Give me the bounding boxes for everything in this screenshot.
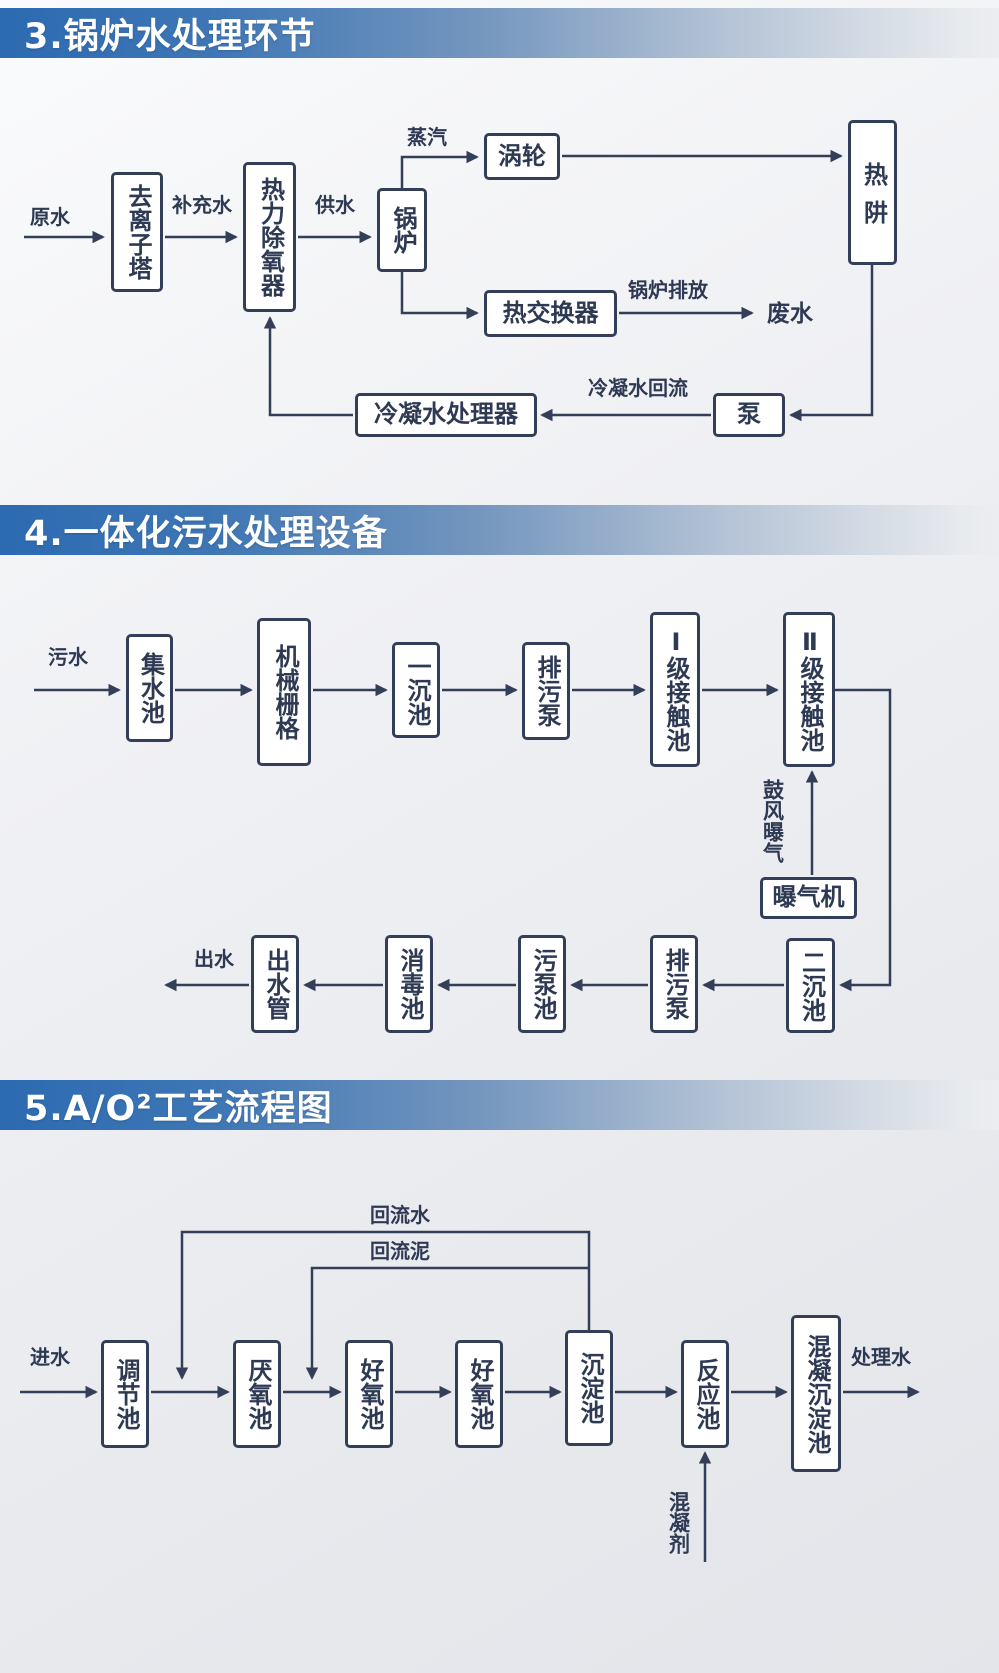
label-return-water: 回流水 [370, 1203, 430, 1227]
node-sewage-pump-1: 排污泵 [522, 642, 570, 740]
node-anaerobic-pool: 厌氧池 [233, 1340, 281, 1448]
label-steam: 蒸汽 [407, 125, 447, 149]
label-makeup-water: 补充水 [172, 193, 232, 217]
node-primary-sedimentation: 一沉池 [392, 642, 440, 738]
label-return-sludge: 回流泥 [370, 1239, 430, 1263]
label-inlet: 进水 [30, 1345, 70, 1369]
label-condensate-return: 冷凝水回流 [588, 376, 688, 400]
label-blast-aeration: 鼓风曝气 [760, 779, 785, 863]
node-reaction-pool: 反应池 [681, 1340, 729, 1448]
node-heat-sink: 热阱 [848, 120, 897, 265]
section-ao2-header: 5.A/O²工艺流程图 [0, 1080, 999, 1130]
node-sedimentation-pool: 沉淀池 [565, 1330, 613, 1446]
section-integrated-header: 4.一体化污水处理设备 [0, 505, 999, 555]
node-heat-exchanger: 热交换器 [484, 290, 617, 337]
node-contact-pool-1: Ⅰ级接触池 [650, 612, 700, 767]
node-sewage-pump-2: 排污泵 [650, 935, 698, 1033]
section-ao2-title: 5.A/O²工艺流程图 [24, 1088, 333, 1129]
node-contact-pool-2: Ⅱ级接触池 [783, 612, 835, 767]
node-pump: 泵 [713, 393, 785, 437]
node-aerobic-pool-1: 好氧池 [345, 1340, 393, 1448]
node-sludge-pump-pool: 污泵池 [518, 935, 566, 1033]
node-turbine: 涡轮 [484, 133, 560, 180]
label-sewage-in: 污水 [48, 645, 88, 669]
label-coagulant: 混凝剂 [666, 1490, 691, 1554]
label-raw-water: 原水 [30, 205, 70, 229]
node-secondary-sedimentation: 二沉池 [786, 938, 835, 1033]
section-boiler-title: 3.锅炉水处理环节 [24, 16, 316, 57]
label-boiler-discharge: 锅炉排放 [628, 278, 708, 302]
label-treated-water: 处理水 [851, 1345, 911, 1369]
section-boiler-header: 3.锅炉水处理环节 [0, 8, 999, 58]
node-aerator: 曝气机 [760, 877, 857, 919]
section-integrated-title: 4.一体化污水处理设备 [24, 513, 388, 554]
node-mechanical-grid: 机械栅格 [257, 618, 311, 766]
node-regulating-pool: 调节池 [101, 1340, 149, 1448]
node-collection-pool: 集水池 [126, 634, 173, 742]
label-water-out: 出水 [194, 947, 234, 971]
node-aerobic-pool-2: 好氧池 [455, 1340, 503, 1448]
node-condensate-processor: 冷凝水处理器 [355, 393, 537, 437]
node-deionization-tower: 去离子塔 [111, 172, 163, 292]
label-waste-water: 废水 [767, 301, 813, 327]
label-water-supply: 供水 [315, 193, 355, 217]
node-disinfection-pool: 消毒池 [385, 935, 433, 1033]
node-thermal-deaerator: 热力除氧器 [243, 162, 296, 312]
node-boiler: 锅炉 [377, 188, 427, 272]
node-coagulation-sedimentation-pool: 混凝沉淀池 [791, 1315, 841, 1472]
node-outlet-pipe: 出水管 [251, 935, 299, 1033]
